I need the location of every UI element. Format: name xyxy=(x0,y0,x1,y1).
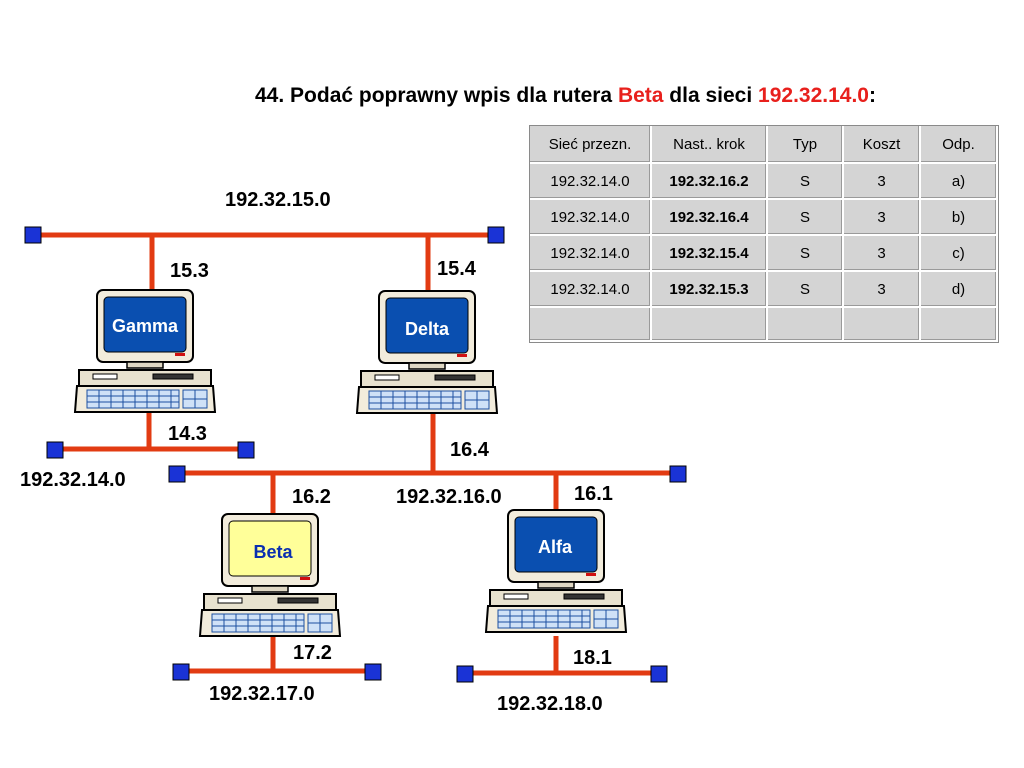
title-router-name: Beta xyxy=(617,84,664,107)
beta-screen xyxy=(228,520,312,577)
beta-label: Beta xyxy=(253,542,293,562)
terminator-net16-right xyxy=(669,465,687,483)
table-cell-next-hop xyxy=(652,308,768,342)
delta-label: Delta xyxy=(405,319,450,339)
terminator-net15-left xyxy=(24,226,42,244)
table-cell-dest: 192.32.14.0 xyxy=(530,272,652,308)
terminator-net15-right xyxy=(487,226,505,244)
title-prefix: 44. Podać poprawny wpis dla rutera xyxy=(255,84,618,107)
router-delta: Delta xyxy=(356,290,498,414)
delta-if-bottom-label: 16.4 xyxy=(450,439,490,461)
table-cell-cost: 3 xyxy=(844,272,921,308)
terminator-net14-left xyxy=(46,441,64,459)
table-cell-dest: 192.32.14.0 xyxy=(530,200,652,236)
table-header-cost: Koszt xyxy=(844,126,921,164)
gamma-screen xyxy=(103,296,187,353)
table-header-dest: Sieć przezn. xyxy=(530,126,652,164)
alfa-if-bottom-label: 18.1 xyxy=(573,647,612,669)
net17-label: 192.32.17.0 xyxy=(209,683,315,705)
question-title: 44. Podać poprawny wpis dla rutera Beta … xyxy=(255,84,876,108)
table-cell-cost: 3 xyxy=(844,164,921,200)
table-cell-next-hop: 192.32.15.3 xyxy=(652,272,768,308)
table-cell-cost: 3 xyxy=(844,200,921,236)
alfa-label: Alfa xyxy=(538,537,573,557)
router-alfa: Alfa xyxy=(485,509,627,633)
net16-label: 192.32.16.0 xyxy=(396,486,502,508)
table-cell-type xyxy=(768,308,844,342)
delta-if-top-label: 15.4 xyxy=(437,258,477,280)
terminator-net17-right xyxy=(364,663,382,681)
gamma-if-bottom-label: 14.3 xyxy=(168,423,207,445)
terminator-net18-left xyxy=(456,665,474,683)
alfa-screen xyxy=(514,516,598,573)
terminator-net14-right xyxy=(237,441,255,459)
table-cell-answer xyxy=(921,308,998,342)
table-cell-dest xyxy=(530,308,652,342)
beta-if-top-label: 16.2 xyxy=(292,486,331,508)
table-header-next-hop: Nast.. krok xyxy=(652,126,768,164)
table-cell-next-hop: 192.32.16.4 xyxy=(652,200,768,236)
table-cell-answer: a) xyxy=(921,164,998,200)
title-network: 192.32.14.0 xyxy=(758,84,869,107)
title-middle: dla sieci xyxy=(663,84,759,107)
delta-screen xyxy=(385,297,469,354)
title-suffix: : xyxy=(868,84,876,107)
router-gamma: Gamma xyxy=(74,289,216,413)
terminator-net18-right xyxy=(650,665,668,683)
table-cell-answer: b) xyxy=(921,200,998,236)
table-cell-dest: 192.32.14.0 xyxy=(530,164,652,200)
router-beta: Beta xyxy=(199,513,341,637)
table-cell-answer: c) xyxy=(921,236,998,272)
terminator-net16-left xyxy=(168,465,186,483)
gamma-if-top-label: 15.3 xyxy=(170,260,209,282)
table-cell-dest: 192.32.14.0 xyxy=(530,236,652,272)
table-header-answer: Odp. xyxy=(921,126,998,164)
table-cell-type: S xyxy=(768,236,844,272)
net15-label: 192.32.15.0 xyxy=(225,189,331,211)
beta-if-bottom-label: 17.2 xyxy=(293,642,332,664)
table-header-type: Typ xyxy=(768,126,844,164)
table-cell-cost xyxy=(844,308,921,342)
table-cell-cost: 3 xyxy=(844,236,921,272)
net18-label: 192.32.18.0 xyxy=(497,693,603,715)
terminator-net17-left xyxy=(172,663,190,681)
alfa-if-top-label: 16.1 xyxy=(574,483,613,505)
table-cell-type: S xyxy=(768,272,844,308)
table-cell-type: S xyxy=(768,164,844,200)
gamma-label: Gamma xyxy=(112,316,179,336)
table-cell-answer: d) xyxy=(921,272,998,308)
table-cell-next-hop: 192.32.15.4 xyxy=(652,236,768,272)
net14-label: 192.32.14.0 xyxy=(20,469,126,491)
table-cell-next-hop: 192.32.16.2 xyxy=(652,164,768,200)
table-cell-type: S xyxy=(768,200,844,236)
